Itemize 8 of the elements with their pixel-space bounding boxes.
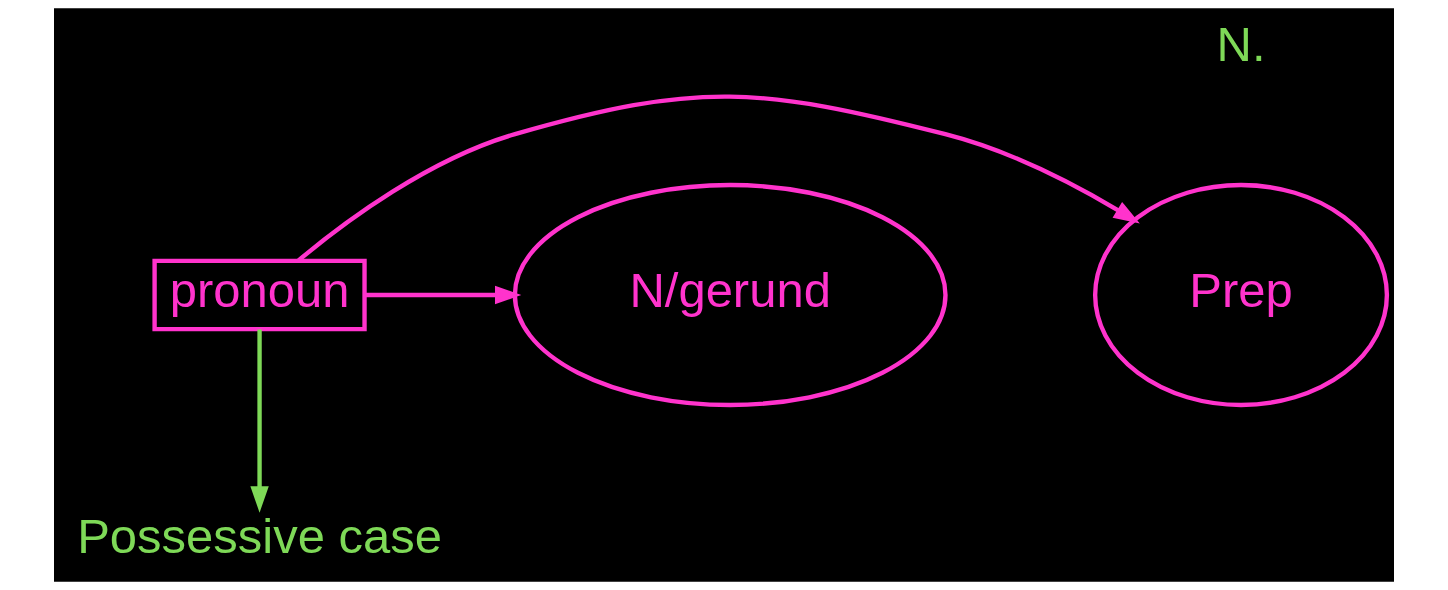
node-ellipse: N/gerund [512,182,948,408]
node-ellipse: Prep [1092,182,1390,408]
arrow [364,285,522,305]
node-text: Possessive case [77,508,442,563]
arrow [250,329,269,513]
label: N. [1216,17,1266,72]
arrow [297,94,1140,263]
node-box: pronoun [152,258,367,332]
